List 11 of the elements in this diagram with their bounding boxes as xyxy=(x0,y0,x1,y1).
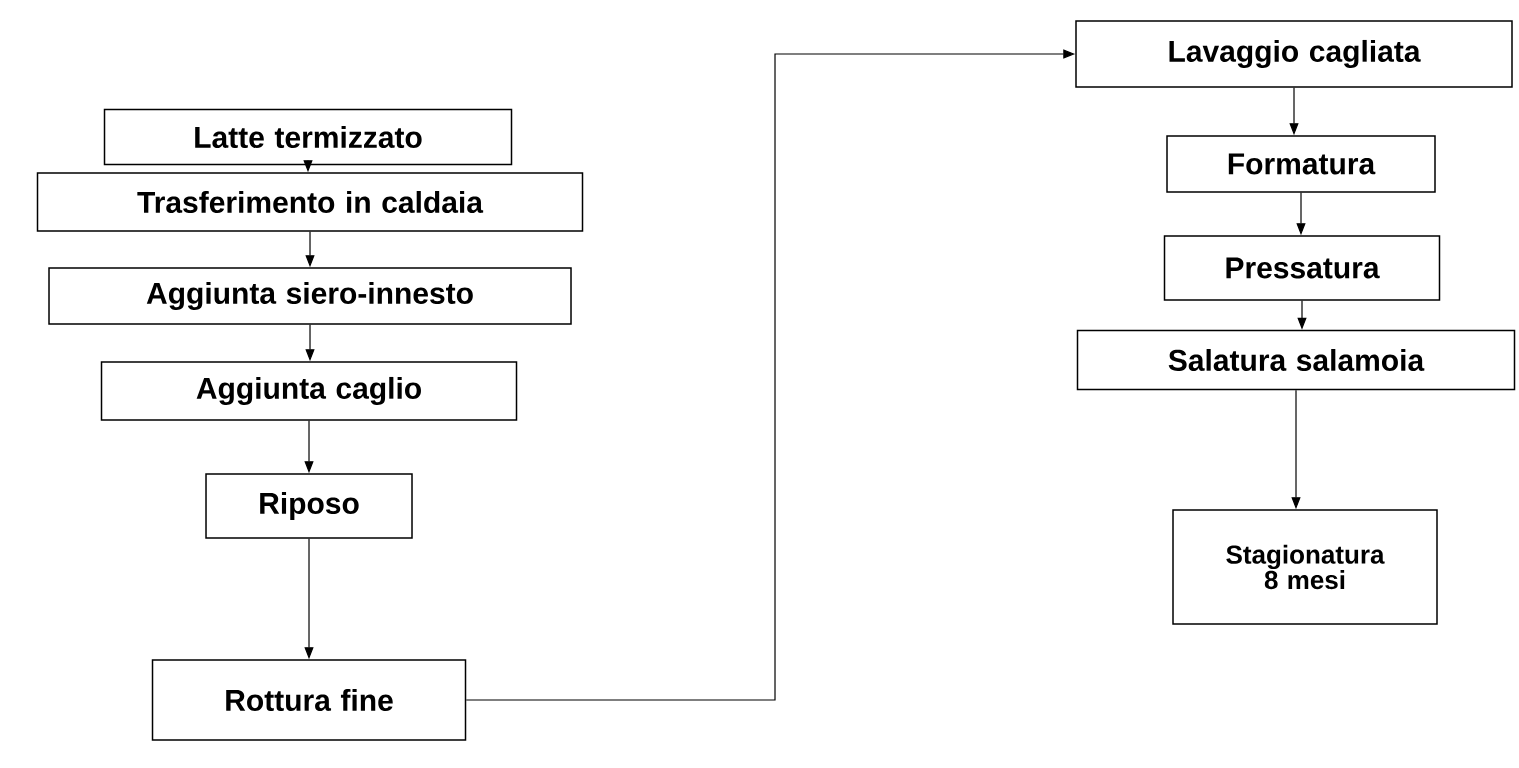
process-box: Formatura xyxy=(1166,135,1436,193)
process-box: Trasferimento in caldaia xyxy=(36,172,584,232)
process-box: Salatura salamoia xyxy=(1076,329,1516,391)
process-box: Pressatura xyxy=(1163,235,1441,301)
process-box: Lavaggio cagliata xyxy=(1075,20,1513,88)
process-box: Aggiunta caglio xyxy=(100,361,518,421)
process-box: Stagionatura 8 mesi xyxy=(1172,509,1438,625)
process-box: Latte termizzato xyxy=(103,108,513,166)
process-box: Rottura fine xyxy=(151,659,467,741)
process-box: Riposo xyxy=(205,473,413,539)
process-box: Aggiunta siero-innesto xyxy=(48,267,572,325)
